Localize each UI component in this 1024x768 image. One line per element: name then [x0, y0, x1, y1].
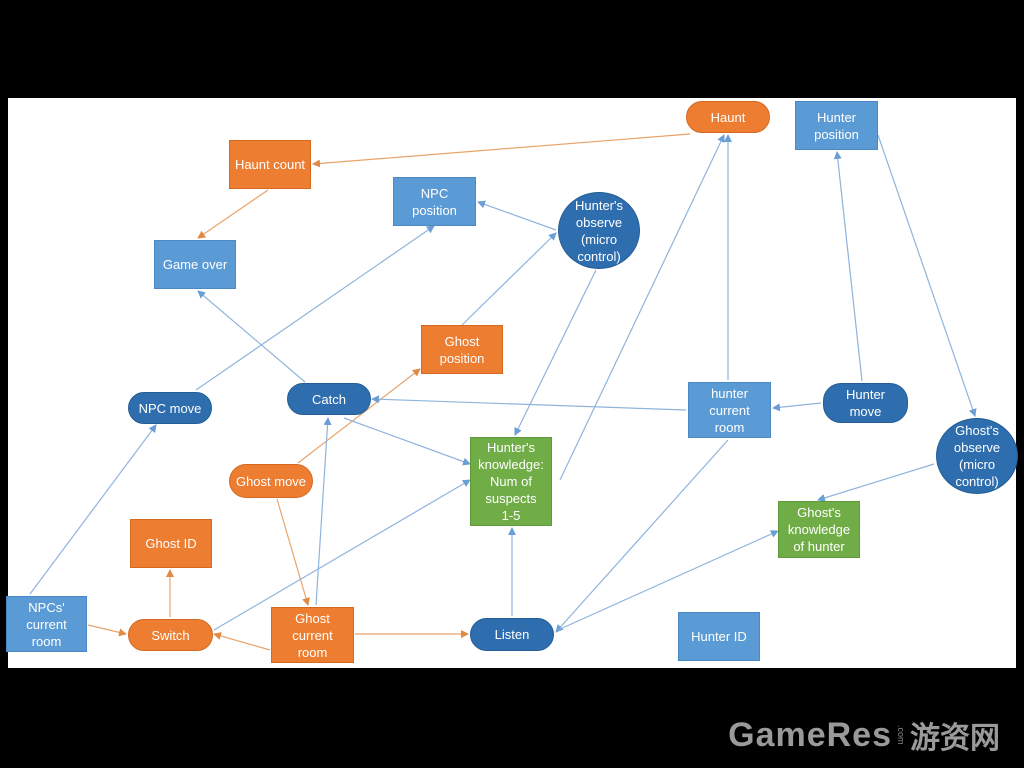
- node-listen: Listen: [470, 618, 554, 651]
- watermark: GameRes .com 游资网: [728, 713, 1000, 757]
- edge-ghost-move-to-ghost-position: [297, 368, 421, 464]
- node-ghosts-knowledge: Ghost's knowledge of hunter: [778, 501, 860, 558]
- node-ghost-move: Ghost move: [229, 464, 313, 498]
- node-npcs-current-room: NPCs' current room: [6, 596, 87, 652]
- node-catch: Catch: [287, 383, 371, 415]
- node-hunter-id: Hunter ID: [678, 612, 760, 661]
- watermark-latin: GameRes: [728, 715, 892, 754]
- edge-ghost-room-to-switch: [213, 632, 271, 651]
- edge-hunters-observe-to-hunters-knowledge: [514, 269, 597, 436]
- node-ghost-current-room: Ghost current room: [271, 607, 354, 663]
- node-hunters-knowledge: Hunter's knowledge: Num of suspects 1-5: [470, 437, 552, 526]
- edge-hunter-move-to-hunter-room: [772, 402, 822, 412]
- node-npc-position: NPC position: [393, 177, 476, 226]
- edge-catch-to-game-over: [197, 290, 306, 383]
- node-hunter-current-room: hunter current room: [688, 382, 771, 438]
- edge-switch-to-hunters-knowledge: [213, 479, 471, 631]
- edge-hunter-position-to-ghosts-observe: [877, 134, 977, 417]
- edge-npcs-room-to-switch: [87, 624, 127, 637]
- node-switch: Switch: [128, 619, 213, 651]
- edge-hunters-observe-to-npc-position: [477, 200, 557, 231]
- edge-ghost-position-to-hunters-observe: [461, 232, 557, 326]
- edge-catch-to-hunters-knowledge: [343, 417, 471, 466]
- edge-haunt-to-haunt-count: [312, 133, 691, 168]
- node-npc-move: NPC move: [128, 392, 212, 424]
- node-ghost-position: Ghost position: [421, 325, 503, 374]
- node-hunters-observe: Hunter's observe (micro control): [558, 192, 640, 269]
- edge-npcs-room-to-npc-move: [29, 424, 157, 595]
- edge-hunter-move-to-hunter-position: [833, 151, 863, 382]
- node-haunt-count: Haunt count: [229, 140, 311, 189]
- edge-ghosts-observe-to-ghosts-knowledge: [817, 463, 935, 502]
- node-ghost-id: Ghost ID: [130, 519, 212, 568]
- node-hunter-position: Hunter position: [795, 101, 878, 150]
- edge-npc-move-to-npc-position: [195, 225, 435, 391]
- node-hunter-move: Hunter move: [823, 383, 908, 423]
- edge-hunter-room-to-catch: [371, 395, 687, 411]
- watermark-chinese: 游资网: [910, 722, 1000, 755]
- edge-hunter-room-to-listen: [555, 439, 729, 633]
- edge-ghost-move-to-ghost-current-room: [276, 498, 310, 606]
- node-game-over: Game over: [154, 240, 236, 289]
- edge-listen-to-ghosts-knowledge: [557, 530, 779, 631]
- watermark-domain: .com: [896, 725, 906, 745]
- edge-haunt-count-to-game-over: [197, 189, 269, 239]
- node-ghosts-observe: Ghost's observe (micro control): [936, 418, 1018, 494]
- edge-ghost-room-to-catch: [315, 417, 332, 606]
- edge-listen-to-haunt: [559, 134, 725, 481]
- node-haunt: Haunt: [686, 101, 770, 133]
